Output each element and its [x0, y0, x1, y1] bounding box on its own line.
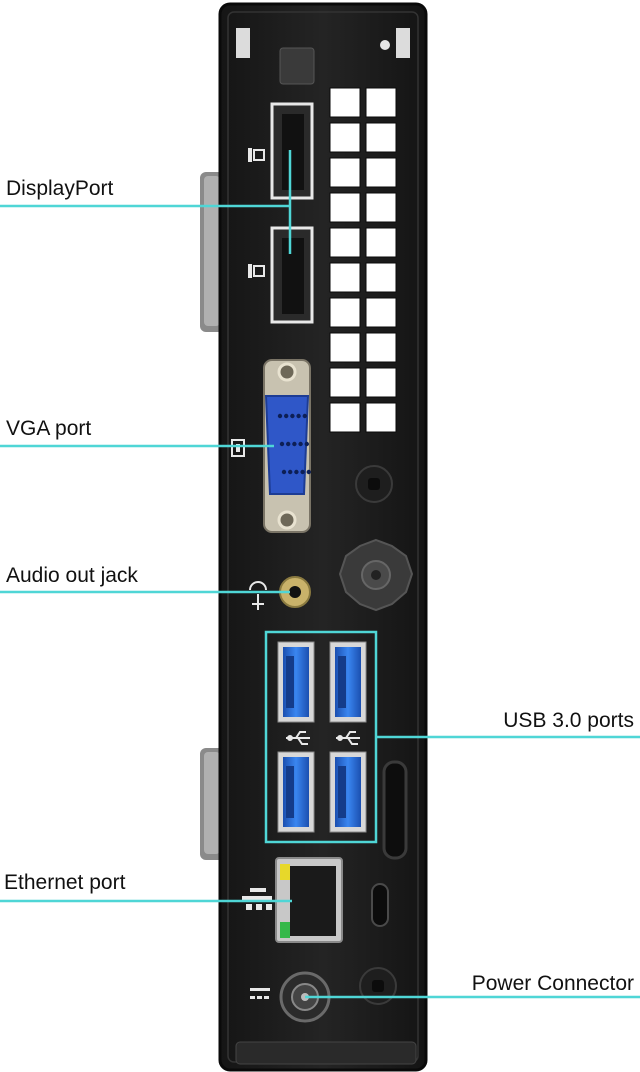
dc-power-icon: [250, 988, 270, 999]
vent-slot: [329, 87, 361, 118]
network-icon: [242, 888, 272, 910]
vga-pin: [296, 413, 301, 419]
label-displayport: DisplayPort: [6, 177, 114, 200]
vga-pin: [300, 469, 305, 475]
vent-slot: [329, 332, 361, 363]
vent-slot: [365, 297, 397, 328]
label-audio-out-jack: Audio out jack: [6, 564, 138, 587]
vent-slot: [365, 262, 397, 293]
vga-pin: [292, 441, 297, 447]
vent-grid: [329, 87, 397, 433]
vga-pin: [298, 441, 303, 447]
usb-ports: [277, 641, 367, 833]
displayport-connectors: [270, 102, 314, 324]
vent-slot: [365, 402, 397, 433]
vga-connector: [263, 359, 311, 533]
vga-pin: [284, 413, 289, 419]
vent-slot: [365, 227, 397, 258]
vent-slot: [365, 122, 397, 153]
screw-holes: [355, 465, 408, 1005]
vga-pin: [277, 413, 283, 419]
vent-slot: [329, 227, 361, 258]
vent-slot: [329, 192, 361, 223]
vga-icon: [231, 439, 245, 457]
vent-slot: [365, 332, 397, 363]
vga-pin: [288, 469, 293, 475]
vent-slot: [329, 367, 361, 398]
usb-port: [277, 641, 315, 723]
vga-pin: [286, 441, 291, 447]
ethernet-port: [275, 857, 343, 943]
vga-pin: [302, 413, 307, 419]
vga-pin: [304, 441, 309, 447]
callout-leaders: [0, 150, 640, 999]
vent-slot: [329, 122, 361, 153]
vga-pin: [306, 469, 311, 475]
vent-slot: [365, 367, 397, 398]
vent-slot: [329, 157, 361, 188]
usb-port: [277, 751, 315, 833]
label-ethernet-port: Ethernet port: [4, 871, 126, 894]
vga-pin: [279, 441, 285, 447]
vent-slot: [365, 87, 397, 118]
usb-icon: [286, 731, 360, 745]
displayport-icon: [248, 148, 265, 278]
vent-slot: [329, 402, 361, 433]
vent-slot: [365, 157, 397, 188]
vga-pin: [290, 413, 295, 419]
vga-pin: [294, 469, 299, 475]
usb-port: [329, 641, 367, 723]
vga-pin: [281, 469, 287, 475]
thumbscrew: [338, 538, 414, 612]
vent-slot: [365, 192, 397, 223]
label-power-connector: Power Connector: [471, 972, 634, 995]
usb-port: [329, 751, 367, 833]
label-vga-port: VGA port: [6, 417, 92, 440]
vent-slot: [329, 262, 361, 293]
headphone-mic-icon: [249, 581, 267, 610]
vent-slot: [329, 297, 361, 328]
label-usb-ports: USB 3.0 ports: [503, 709, 634, 732]
